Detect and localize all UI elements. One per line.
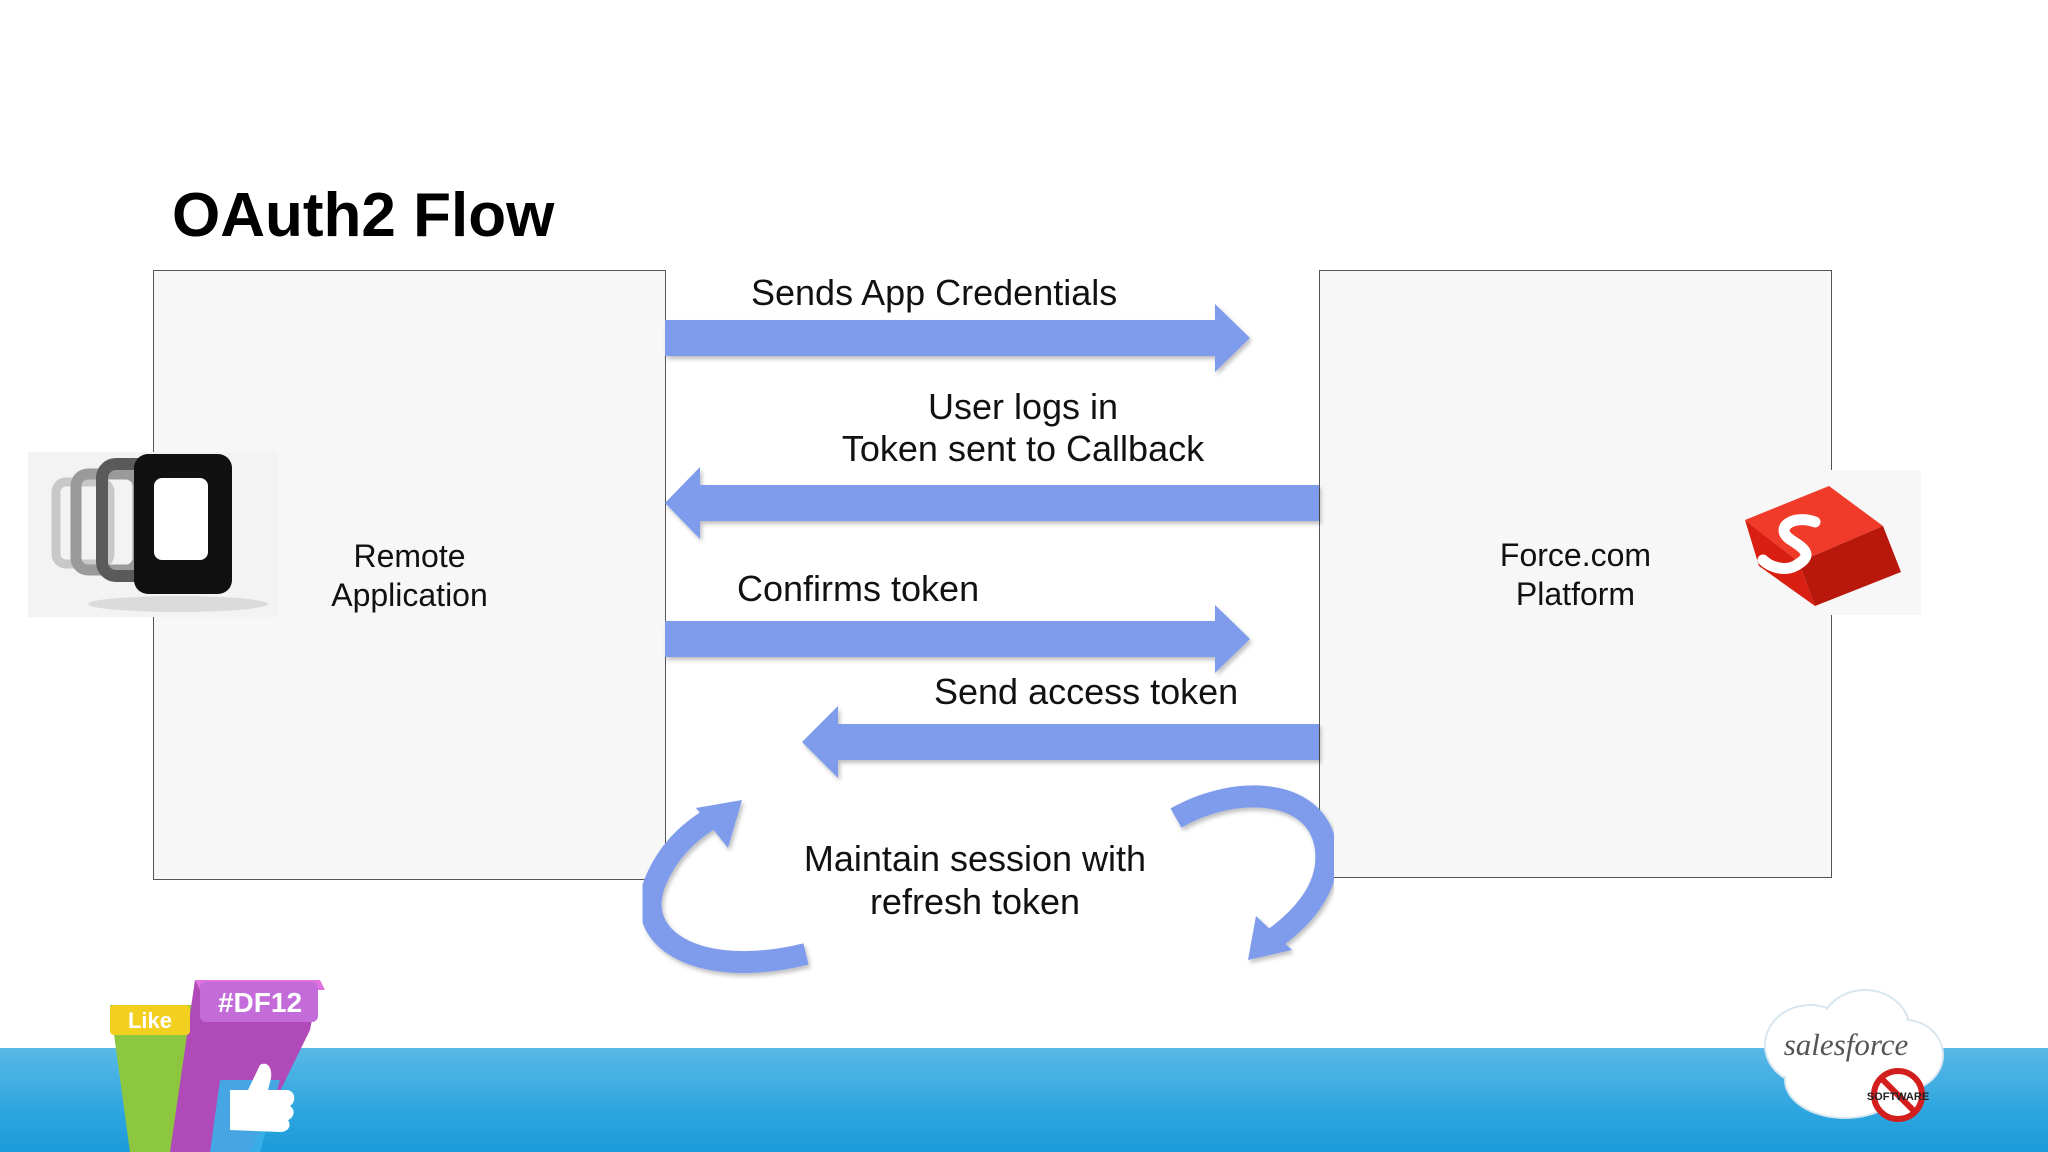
force-label-line-2: Platform xyxy=(1515,576,1636,612)
label-confirms-token: Confirms token xyxy=(737,568,980,609)
phonegap-logo xyxy=(28,452,278,617)
remote-label-line-2: Application xyxy=(331,577,488,613)
label-sends-credentials: Sends App Credentials xyxy=(751,272,1118,313)
label-send-access-token: Send access token xyxy=(934,671,1239,712)
label-refresh-token: refresh token xyxy=(869,881,1081,922)
force-cube-logo xyxy=(1733,470,1921,615)
software-badge-text: SOFTWARE xyxy=(1867,1091,1929,1103)
salesforce-cloud-logo: salesforce SOFTWARE xyxy=(1764,989,1944,1122)
salesforce-wordmark: salesforce xyxy=(1784,1027,1909,1062)
thumbs-up-icon xyxy=(230,1063,295,1132)
force-platform-label: Force.com Platform xyxy=(1320,536,1831,614)
label-user-logs-in: User logs in xyxy=(927,386,1119,427)
df12-badge-text: #DF12 xyxy=(218,987,302,1018)
label-maintain-session: Maintain session with xyxy=(803,838,1147,879)
footer-band xyxy=(0,1048,2048,1152)
arrow-confirms-token xyxy=(665,605,1250,673)
label-token-callback: Token sent to Callback xyxy=(841,428,1205,469)
arrow-send-access-token xyxy=(802,706,1319,778)
like-badge-text: Like xyxy=(128,1008,172,1033)
refresh-loop-right-arrow xyxy=(1170,785,1338,960)
remote-label-line-1: Remote xyxy=(353,538,466,574)
df12-like-badge: Like #DF12 xyxy=(110,980,325,1152)
force-label-line-1: Force.com xyxy=(1499,537,1652,573)
refresh-loop-left-arrow xyxy=(639,800,809,973)
arrow-sends-credentials xyxy=(665,304,1250,372)
arrow-token-callback xyxy=(665,467,1319,539)
slide-title: OAuth2 Flow xyxy=(172,181,555,250)
remote-application-label: Remote Application xyxy=(154,537,665,615)
